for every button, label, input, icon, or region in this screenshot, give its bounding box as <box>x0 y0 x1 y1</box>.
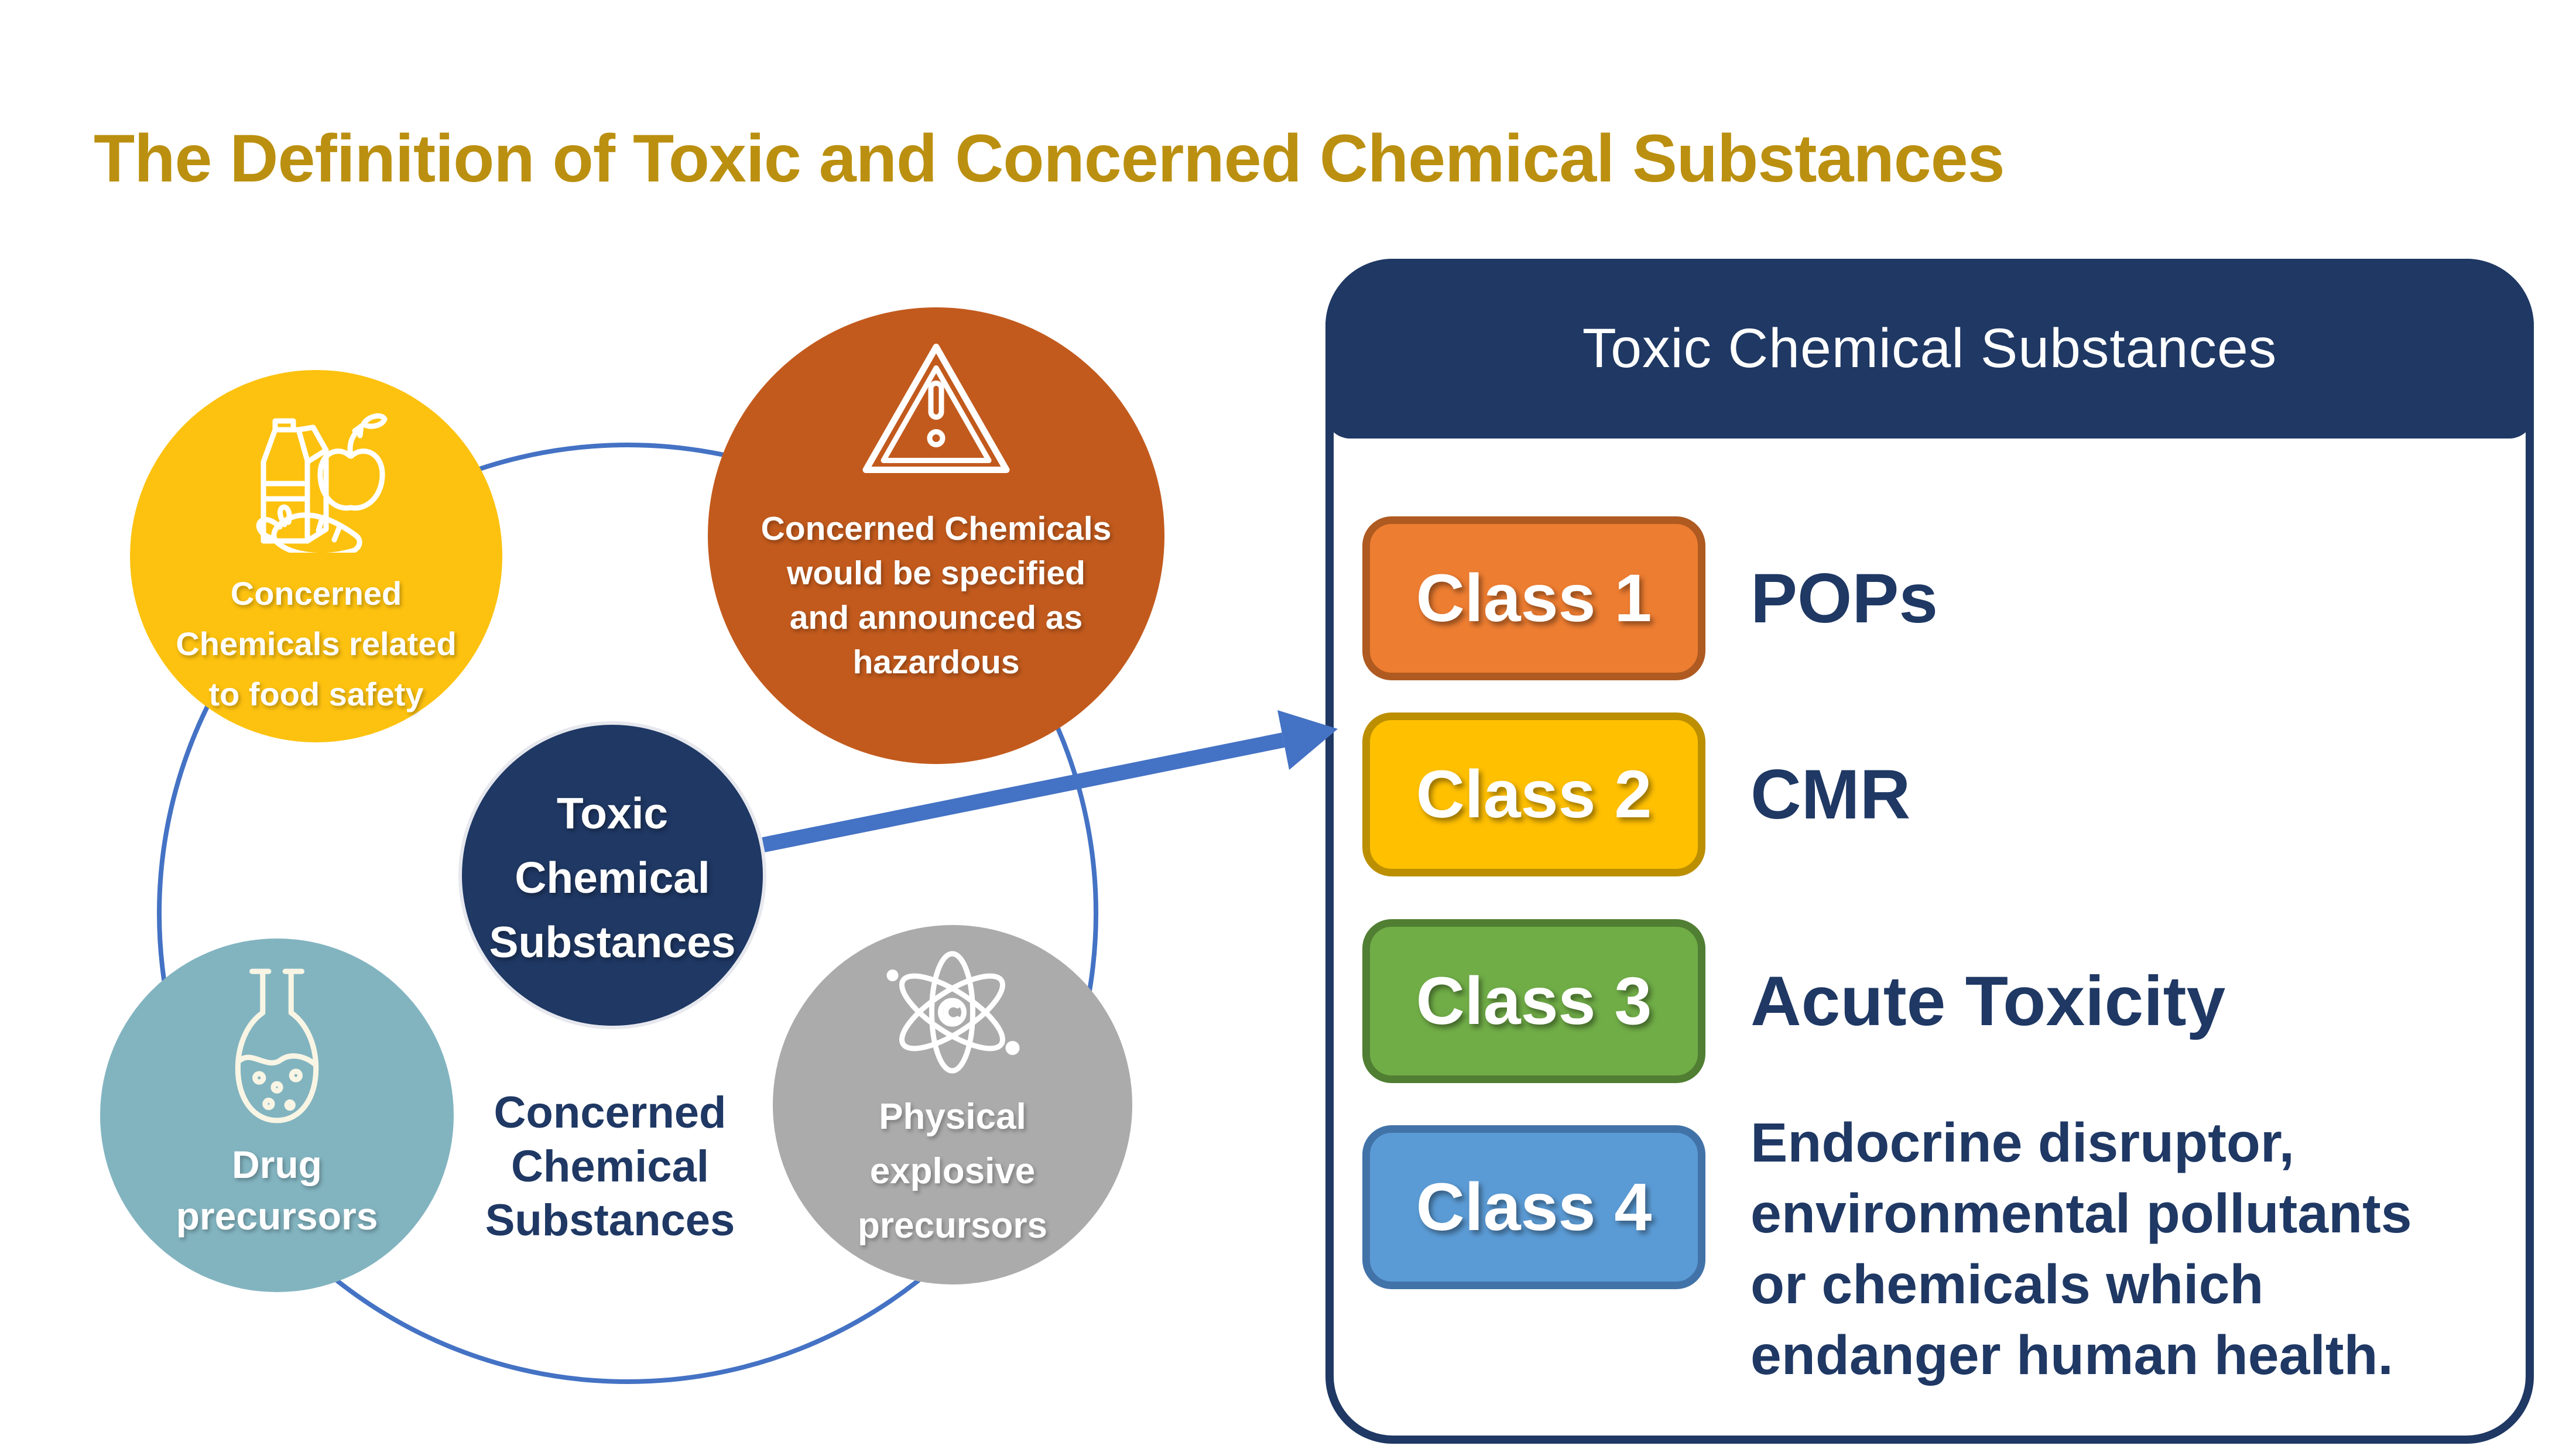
circle-food-safety: Concerned Chemicals related to food safe… <box>130 370 502 742</box>
physical-explosive-label: Physical explosive precursors <box>858 1097 1047 1246</box>
food-safety-label: Concerned Chemicals related to food safe… <box>176 575 457 712</box>
panel-header-title: Toxic Chemical Substances <box>1582 317 2277 379</box>
concerned-chemical-substances-label: Concerned Chemical Substances <box>485 1088 735 1245</box>
class-4-badge: Class 4 <box>1362 1125 1705 1289</box>
class-1-badge-text: Class 1 <box>1416 561 1652 636</box>
class-4-label: Endocrine disruptor, environmental pollu… <box>1751 1112 2412 1386</box>
class-2-label: CMR <box>1751 755 1911 834</box>
class-2-badge: Class 2 <box>1362 712 1705 876</box>
class-3-label: Acute Toxicity <box>1751 962 2226 1040</box>
toxic-center-label: Toxic Chemical Substances <box>489 789 736 967</box>
food-icon <box>256 413 388 553</box>
circle-toxic-chemical-substances: Toxic Chemical Substances <box>458 721 766 1029</box>
toxic-substances-panel: Toxic Chemical Substances Class 1 POPs C… <box>1325 259 2534 1444</box>
drug-precursors-label: Drug precursors <box>176 1143 378 1238</box>
panel-header: Toxic Chemical Substances <box>1325 259 2534 439</box>
class-1-badge: Class 1 <box>1362 516 1705 680</box>
class-1-label: POPs <box>1751 559 1938 638</box>
flask-icon <box>235 968 319 1123</box>
class-3-badge: Class 3 <box>1362 919 1705 1083</box>
class-2-badge-text: Class 2 <box>1416 757 1652 832</box>
hazardous-label: Concerned Chemicals would be specified a… <box>761 510 1112 681</box>
circle-hazardous-chemicals: Concerned Chemicals would be specified a… <box>708 307 1164 764</box>
circle-drug-precursors: Drug precursors <box>100 938 454 1292</box>
class-4-badge-text: Class 4 <box>1416 1170 1652 1245</box>
warning-icon <box>862 344 1010 473</box>
atom-icon <box>886 951 1020 1074</box>
page-title: The Definition of Toxic and Concerned Ch… <box>94 121 2005 196</box>
class-3-badge-text: Class 3 <box>1416 964 1652 1039</box>
circle-physical-explosive-precursors: Physical explosive precursors <box>773 925 1132 1284</box>
